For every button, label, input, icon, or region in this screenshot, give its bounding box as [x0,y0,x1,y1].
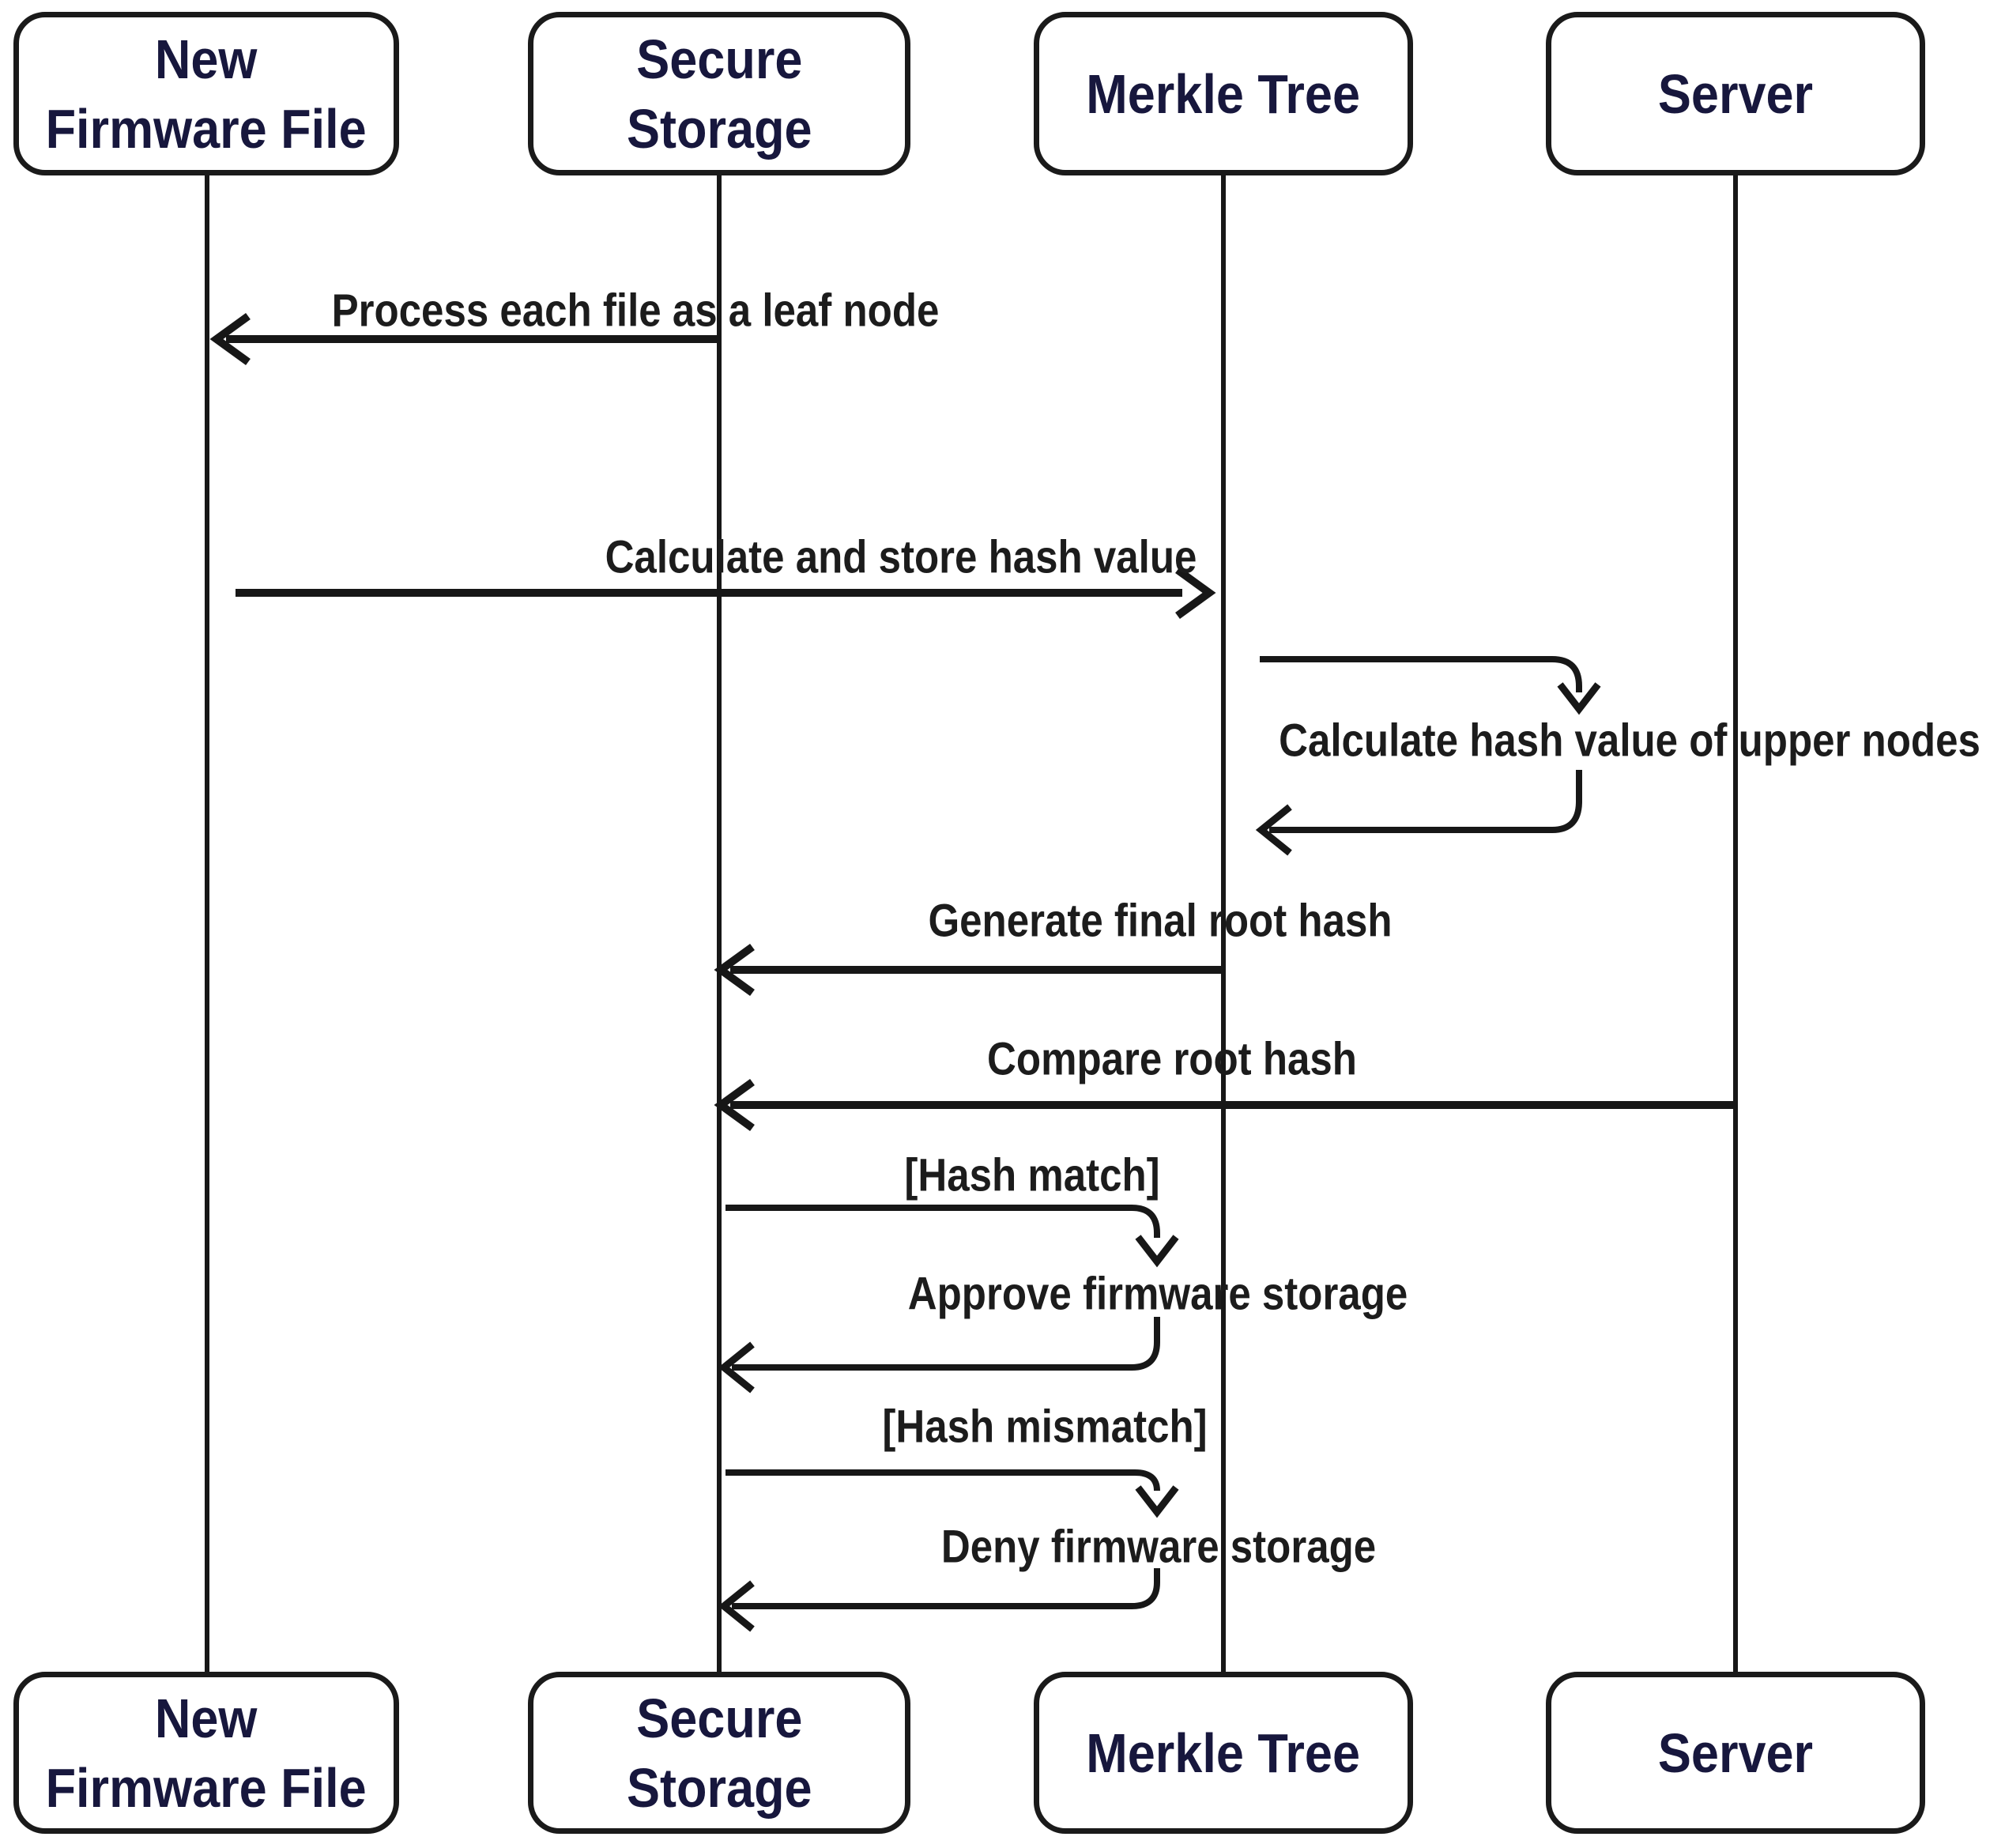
participant-label: Secure Storage [626,28,812,160]
participant-bottom-server: Server [1546,1672,1925,1834]
participant-label: Server [1657,62,1814,125]
message-label-calculate-upper-nodes: Calculate hash value of upper nodes [1279,715,1981,767]
self-loop-deny-firmware [718,1469,1179,1632]
participant-label: New Firmware File [45,1687,367,1819]
participant-label: Merkle Tree [1086,62,1361,125]
message-label-deny-firmware: Deny firmware storage [940,1521,1377,1573]
participant-label: Secure Storage [626,1687,812,1819]
arrow-compare-root-hash [714,1078,1736,1132]
self-loop-merkle-tree [1255,656,1601,856]
arrow-generate-root-hash [714,943,1223,997]
participant-top-secure-storage: Secure Storage [528,12,910,175]
arrowhead-left-icon [718,1341,755,1394]
participant-bottom-new-firmware-file: New Firmware File [13,1672,399,1834]
guard-label-hash-mismatch: [Hash mismatch] [882,1401,1208,1453]
arrow-process-each-file [209,312,719,366]
arrowhead-left-icon [1255,804,1292,856]
arrowhead-down-icon [1557,682,1601,715]
message-label-process-each-file: Process each file as a leaf node [331,285,940,337]
message-label-generate-root-hash: Generate final root hash [928,895,1393,947]
message-label-compare-root-hash: Compare root hash [987,1033,1357,1085]
arrowhead-down-icon [1135,1485,1179,1518]
participant-top-server: Server [1546,12,1925,175]
participant-label: Server [1657,1722,1814,1784]
participant-bottom-secure-storage: Secure Storage [528,1672,910,1834]
message-label-calculate-store-hash: Calculate and store hash value [605,531,1197,583]
self-loop-approve-firmware [718,1205,1179,1394]
arrowhead-left-icon [209,312,251,366]
arrowhead-down-icon [1135,1235,1179,1268]
participant-top-new-firmware-file: New Firmware File [13,12,399,175]
arrowhead-left-icon [714,1078,755,1132]
guard-label-hash-match: [Hash match] [904,1149,1160,1201]
participant-top-merkle-tree: Merkle Tree [1034,12,1413,175]
message-label-approve-firmware: Approve firmware storage [907,1268,1408,1320]
arrow-calculate-store-hash [236,566,1216,620]
participant-label: New Firmware File [45,28,367,160]
participant-label: Merkle Tree [1086,1722,1361,1784]
arrowhead-right-icon [1175,566,1216,620]
arrowhead-left-icon [714,943,755,997]
participant-bottom-merkle-tree: Merkle Tree [1034,1672,1413,1834]
arrowhead-left-icon [718,1580,755,1632]
